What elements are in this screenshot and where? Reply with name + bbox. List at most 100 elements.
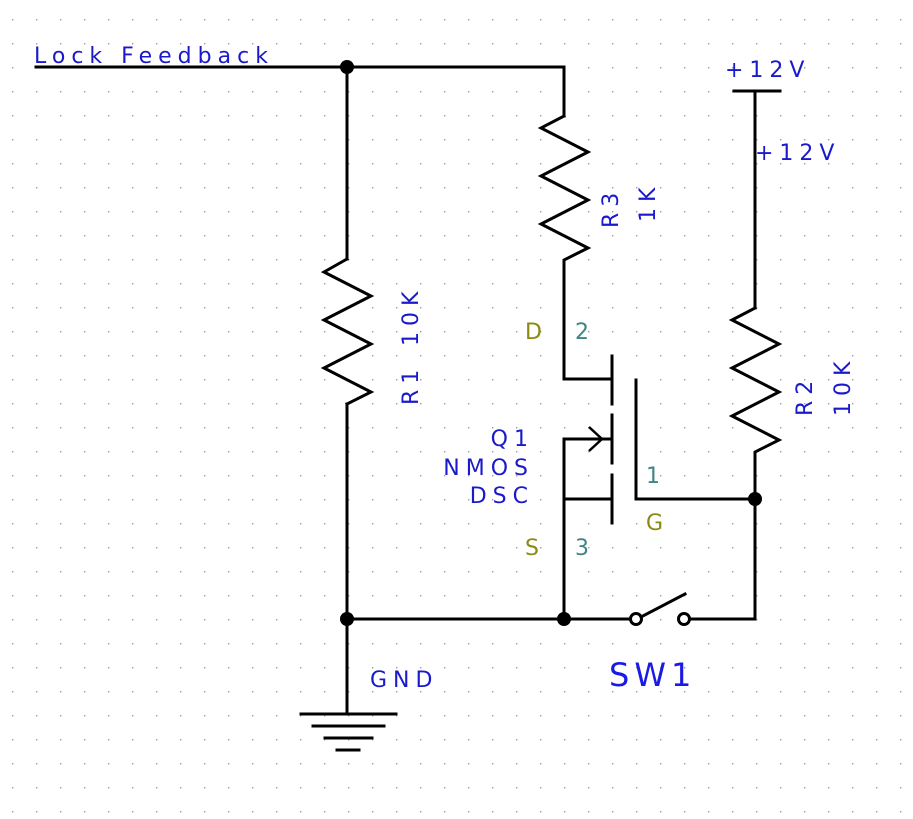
grid-dot	[612, 739, 614, 741]
grid-dot	[780, 571, 782, 573]
grid-dot	[12, 787, 14, 789]
grid-dot	[396, 763, 398, 765]
grid-dot	[156, 715, 158, 717]
grid-dot	[300, 499, 302, 501]
grid-dot	[444, 811, 446, 813]
grid-dot	[396, 283, 398, 285]
grid-dot	[204, 283, 206, 285]
power-12v[interactable]: +12V +12V	[725, 58, 840, 310]
grid-dot	[36, 259, 38, 261]
grid-dot	[156, 211, 158, 213]
grid-dot	[564, 19, 566, 21]
grid-dot	[372, 211, 374, 213]
grid-dot	[276, 211, 278, 213]
grid-dot	[60, 739, 62, 741]
resistor-r2[interactable]: R2 10K	[728, 305, 856, 621]
grid-dot	[876, 67, 878, 69]
grid-dot	[420, 283, 422, 285]
grid-dot	[540, 571, 542, 573]
grid-dot	[756, 43, 758, 45]
grid-dot	[156, 619, 158, 621]
grid-dot	[468, 19, 470, 21]
grid-dot	[156, 379, 158, 381]
grid-dot	[612, 715, 614, 717]
grid-dot	[36, 739, 38, 741]
grid-dot	[684, 307, 686, 309]
grid-dot	[372, 691, 374, 693]
grid-dot	[900, 451, 902, 453]
grid-dot	[708, 139, 710, 141]
grid-dot	[108, 403, 110, 405]
grid-dot	[516, 763, 518, 765]
grid-dot	[372, 283, 374, 285]
grid-dot	[156, 811, 158, 813]
grid-dot	[900, 211, 902, 213]
grid-dot	[180, 379, 182, 381]
grid-dot	[372, 43, 374, 45]
grid-dot	[180, 499, 182, 501]
grid-dot	[804, 811, 806, 813]
grid-dot	[636, 307, 638, 309]
grid-dot	[156, 307, 158, 309]
grid-dot	[180, 571, 182, 573]
grid-dot	[588, 739, 590, 741]
resistor-r1[interactable]: R1 10K	[320, 65, 424, 621]
grid-dot	[132, 259, 134, 261]
grid-dot	[228, 643, 230, 645]
grid-dot	[588, 571, 590, 573]
junction-gate	[748, 492, 762, 506]
grid-dot	[612, 259, 614, 261]
grid-dot	[684, 163, 686, 165]
grid-dot	[108, 115, 110, 117]
grid-dot	[492, 427, 494, 429]
grid-dot	[444, 115, 446, 117]
grid-dot	[804, 43, 806, 45]
grid-dot	[492, 595, 494, 597]
grid-dot	[660, 571, 662, 573]
grid-dot	[612, 787, 614, 789]
grid-dot	[372, 19, 374, 21]
resistor-r3[interactable]: R3 1K	[537, 113, 661, 381]
grid-dot	[180, 163, 182, 165]
grid-dot	[396, 811, 398, 813]
grid-dot	[84, 331, 86, 333]
grid-dot	[852, 139, 854, 141]
grid-dot	[492, 187, 494, 189]
grid-dot	[636, 235, 638, 237]
grid-dot	[876, 475, 878, 477]
mosfet-q1[interactable]: D 2 S 3 1 G Q1 NMOS DSC	[443, 320, 757, 621]
grid-dot	[12, 499, 14, 501]
grid-dot	[708, 235, 710, 237]
grid-dot	[396, 307, 398, 309]
grid-dot	[228, 739, 230, 741]
grid-dot	[300, 451, 302, 453]
grid-dot	[780, 691, 782, 693]
grid-dot	[684, 715, 686, 717]
grid-dot	[132, 307, 134, 309]
grid-dot	[852, 787, 854, 789]
grid-dot	[84, 139, 86, 141]
grid-dot	[420, 451, 422, 453]
ground-symbol[interactable]: GND	[299, 617, 438, 752]
grid-dot	[564, 643, 566, 645]
grid-dot	[156, 667, 158, 669]
grid-dot	[420, 643, 422, 645]
grid-dot	[108, 763, 110, 765]
lock-feedback-net[interactable]: Lock Feedback	[34, 44, 349, 69]
switch-sw1[interactable]: SW1	[562, 591, 757, 694]
grid-dot	[900, 787, 902, 789]
grid-dot	[516, 307, 518, 309]
grid-dot	[732, 379, 734, 381]
grid-dot	[828, 235, 830, 237]
grid-dot	[372, 403, 374, 405]
grid-dot	[156, 331, 158, 333]
grid-dot	[708, 523, 710, 525]
grid-dot	[852, 499, 854, 501]
grid-dot	[156, 43, 158, 45]
grid-dot	[612, 331, 614, 333]
grid-dot	[12, 427, 14, 429]
grid-dot	[828, 259, 830, 261]
grid-dot	[468, 259, 470, 261]
grid-dot	[324, 43, 326, 45]
